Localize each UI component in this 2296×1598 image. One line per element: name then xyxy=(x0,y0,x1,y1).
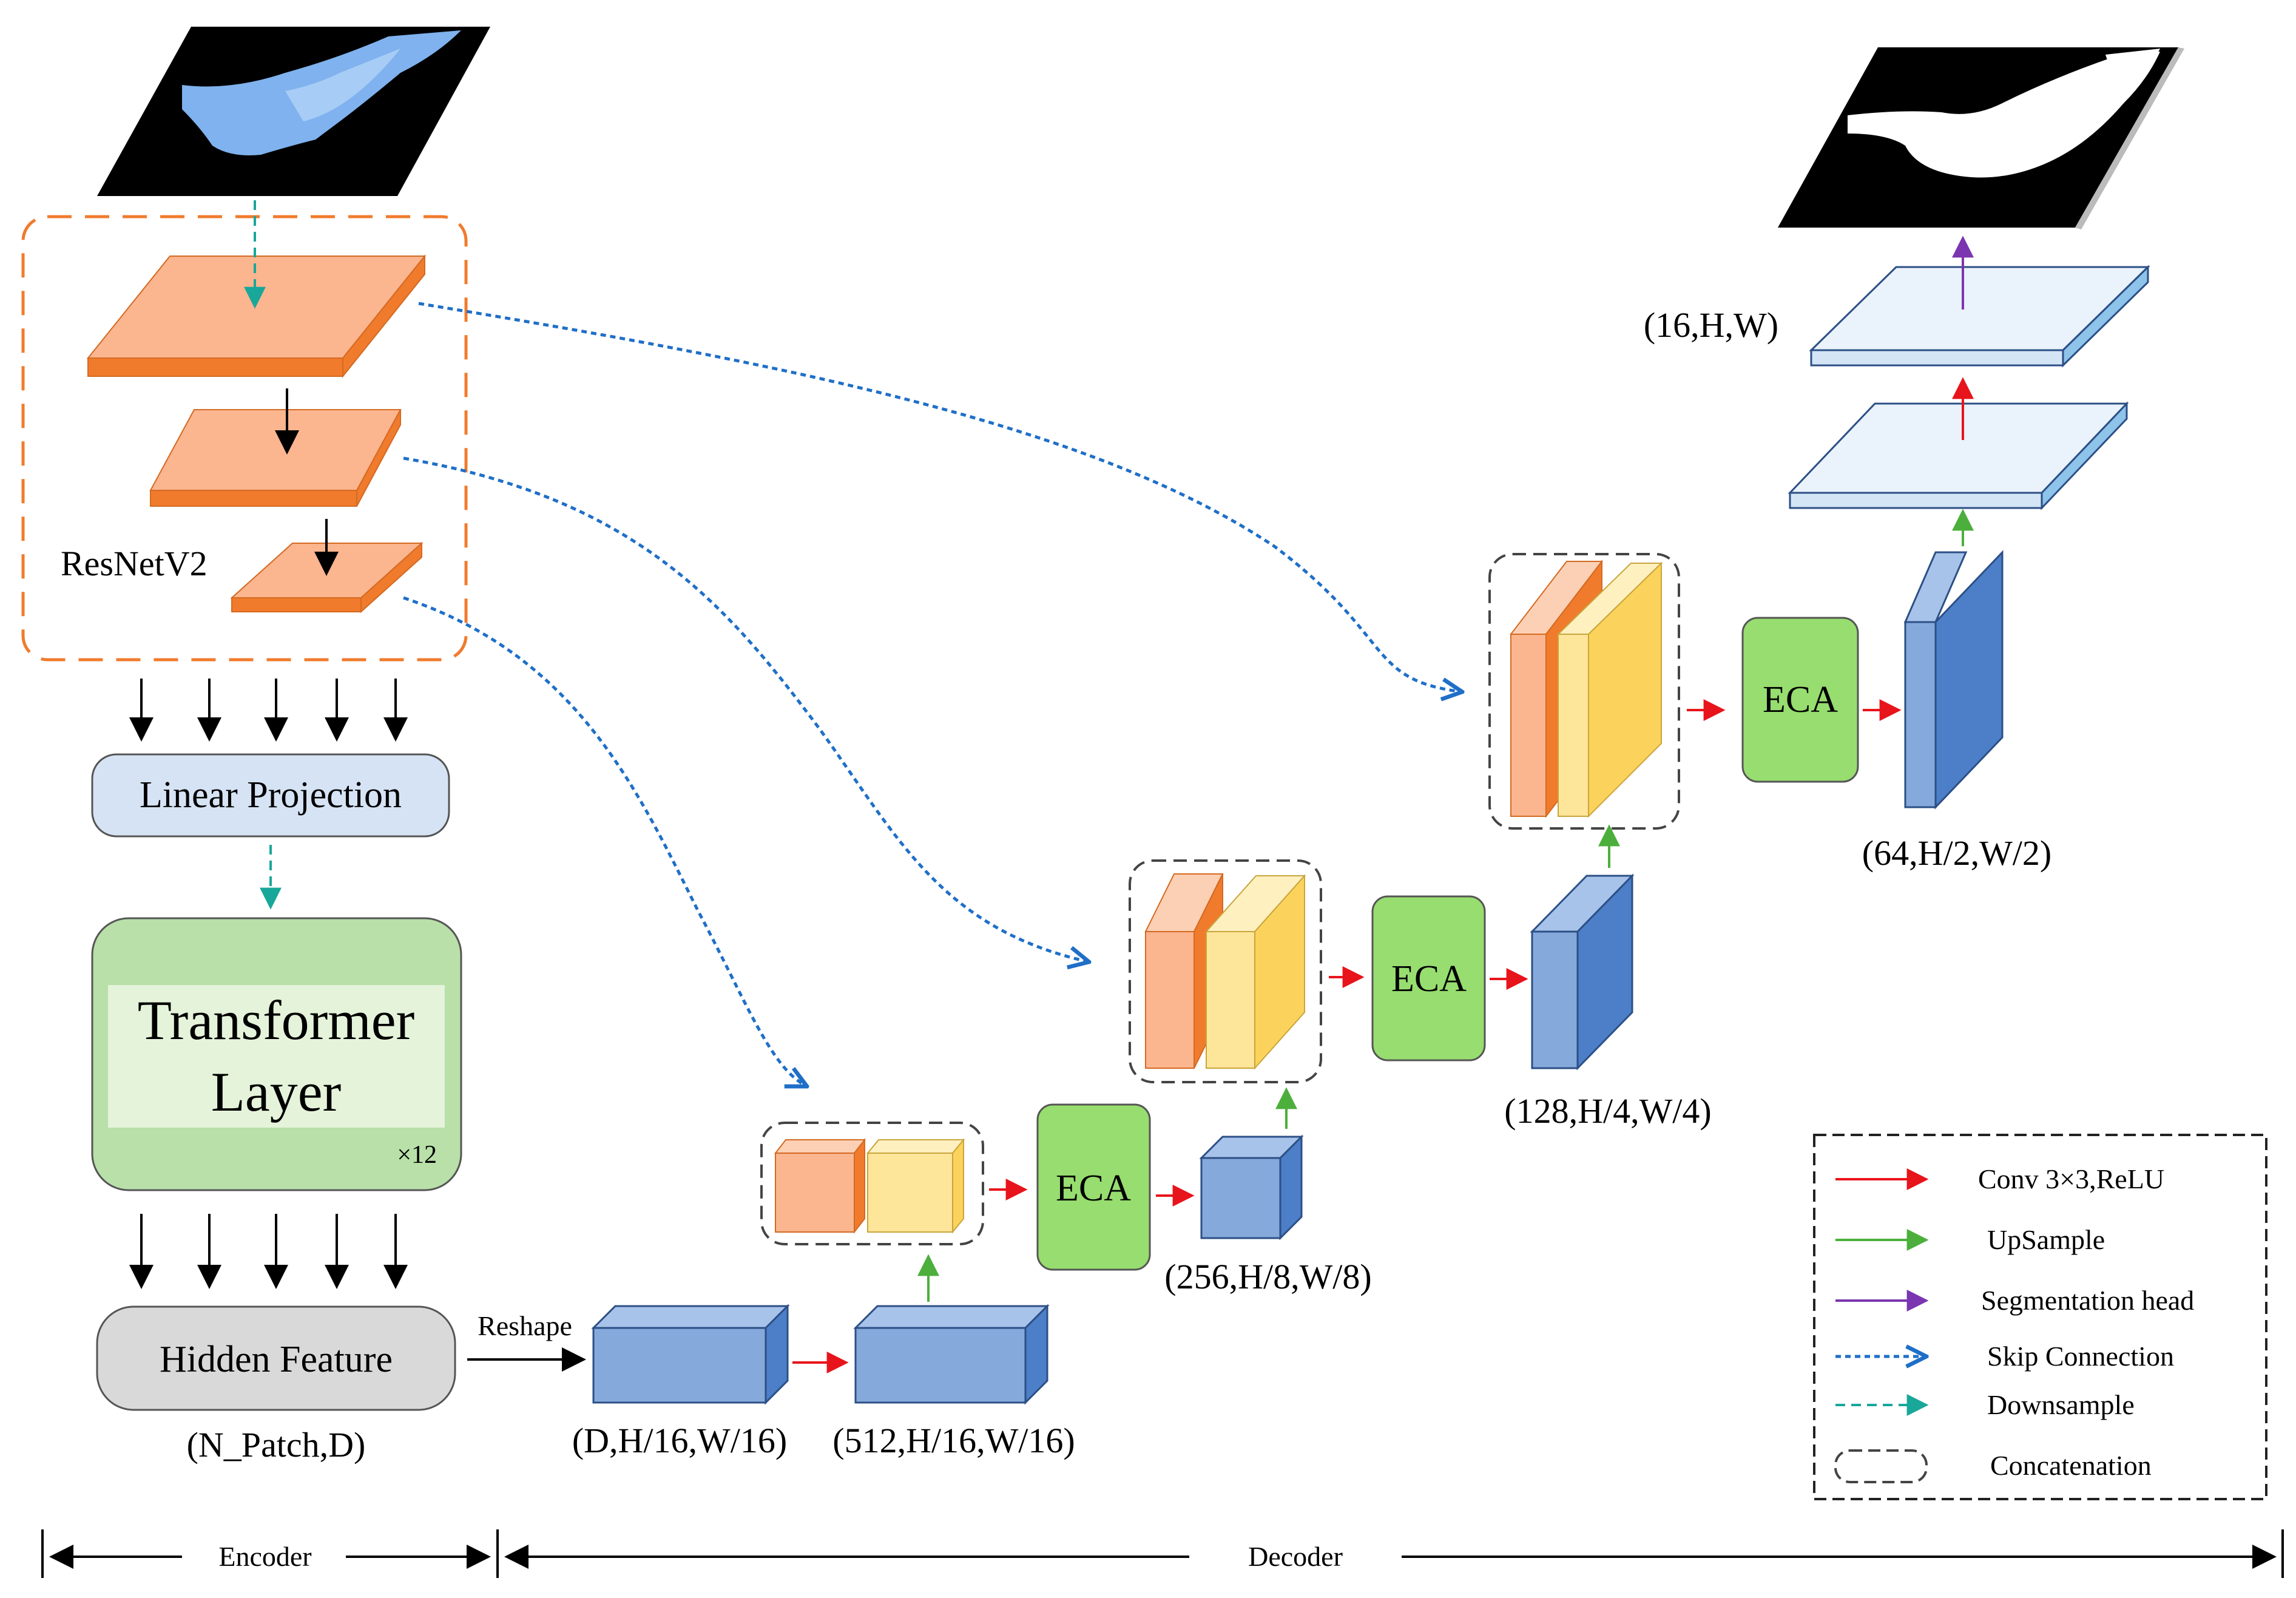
reshape-label: Reshape xyxy=(478,1310,572,1341)
linear-projection-label: Linear Projection xyxy=(140,774,402,816)
feature-block-128 xyxy=(1530,873,1635,1071)
hidden-feature-shape: (N_Patch,D) xyxy=(187,1425,366,1464)
legend-skip-label: Skip Connection xyxy=(1987,1341,2174,1372)
shape-64-label: (64,H/2,W/2) xyxy=(1862,833,2052,873)
eca-label-3: ECA xyxy=(1763,679,1838,720)
concat-box-1 xyxy=(760,1122,984,1245)
legend-concat-swatch xyxy=(1834,1449,1928,1483)
legend-box xyxy=(1813,1134,2267,1500)
resnet-slab-1 xyxy=(86,254,427,378)
patch-arrows-top xyxy=(129,679,408,742)
concat-1-yellow xyxy=(866,1138,965,1234)
shape-256-label: (256,H/8,W/8) xyxy=(1164,1257,1372,1296)
feature-block-d xyxy=(591,1304,790,1405)
resnet-slab-2 xyxy=(149,409,402,507)
shape-128-label: (128,H/4,W/4) xyxy=(1504,1091,1712,1131)
transformer-repeat: ×12 xyxy=(397,1141,437,1169)
shape-d-label: (D,H/16,W/16) xyxy=(572,1421,787,1460)
eca-block-1 xyxy=(1036,1103,1151,1271)
input-image xyxy=(97,27,490,196)
hidden-feature-label: Hidden Feature xyxy=(160,1339,393,1380)
legend-conv-label: Conv 3×3,ReLU xyxy=(1978,1163,2164,1194)
light-slab-1 xyxy=(1788,401,2129,510)
skip-connection-2 xyxy=(403,456,1089,962)
legend-concat-label: Concatenation xyxy=(1990,1450,2152,1481)
shape-512-label: (512,H/16,W/16) xyxy=(832,1421,1075,1460)
eca-block-2 xyxy=(1371,895,1486,1061)
decoder-label: Decoder xyxy=(1248,1541,1343,1572)
hidden-feature-block xyxy=(96,1305,456,1411)
transformer-inner xyxy=(108,985,445,1128)
concat-3-yellow xyxy=(1556,561,1663,818)
feature-block-256 xyxy=(1199,1134,1304,1241)
legend-upsample-label: UpSample xyxy=(1987,1224,2105,1255)
concat-box-3 xyxy=(1488,553,1680,830)
eca-block-3 xyxy=(1741,617,1859,783)
shape-16-label: (16,H,W) xyxy=(1644,305,1778,345)
resnet-label: ResNetV2 xyxy=(61,544,208,583)
eca-label-2: ECA xyxy=(1391,958,1467,1000)
eca-label-1: ECA xyxy=(1056,1168,1131,1209)
feature-block-512 xyxy=(853,1304,1050,1405)
patch-arrows-bottom xyxy=(129,1214,408,1289)
light-slab-2 xyxy=(1809,265,2150,368)
output-mask xyxy=(1778,47,2184,229)
legend-downsample-label: Downsample xyxy=(1987,1389,2135,1420)
feature-block-64 xyxy=(1903,550,2004,810)
concat-1-orange xyxy=(774,1138,866,1234)
transformer-label-2: Layer xyxy=(211,1061,342,1123)
concat-box-2 xyxy=(1129,859,1322,1083)
skip-connection-1 xyxy=(418,302,1462,692)
legend-seghead-label: Segmentation head xyxy=(1981,1285,2194,1316)
transformer-label-1: Transformer xyxy=(138,989,415,1051)
encoder-label: Encoder xyxy=(218,1541,311,1572)
resnet-encoder-box xyxy=(21,215,468,662)
concat-2-yellow xyxy=(1204,874,1306,1070)
skip-connection-3 xyxy=(403,596,807,1086)
linear-projection-block xyxy=(91,753,450,838)
